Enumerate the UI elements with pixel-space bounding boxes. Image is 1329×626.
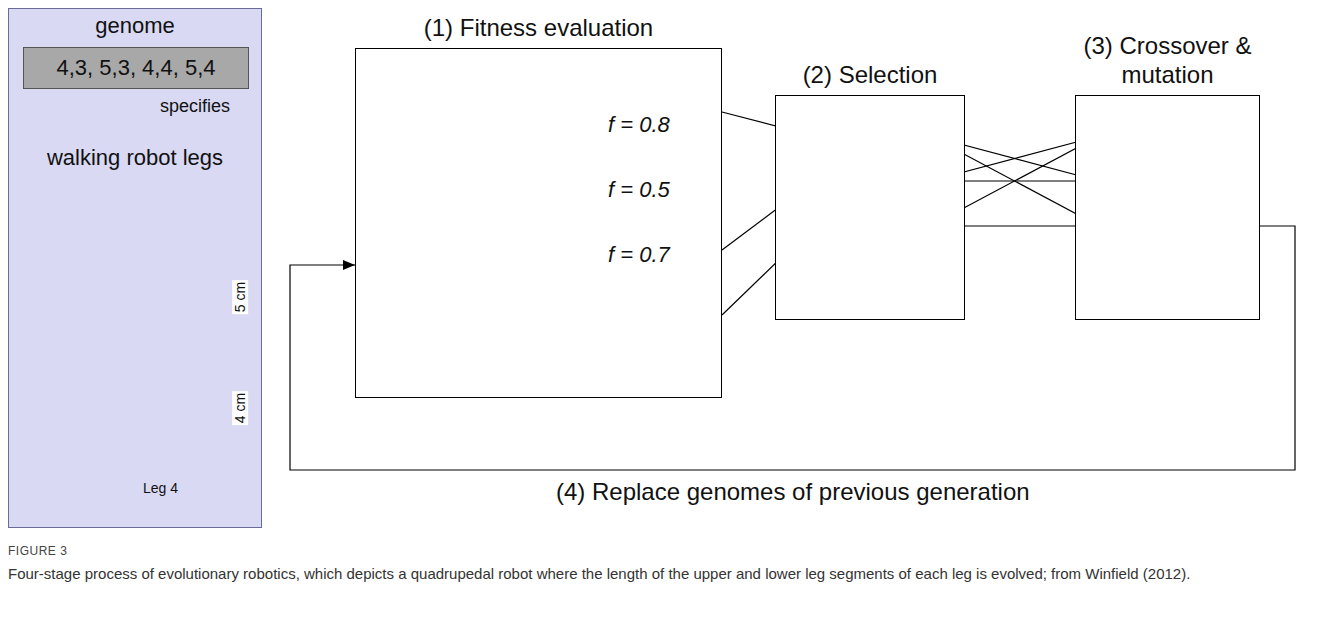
dimension-label: 4 cm xyxy=(232,391,248,425)
fitness-value: f = 0.5 xyxy=(608,177,670,203)
fitness-value: f = 0.7 xyxy=(608,242,670,268)
arrowhead xyxy=(343,260,355,270)
stage-box: (1) Fitness evaluation xyxy=(355,48,722,398)
dimension-label: Leg 4 xyxy=(143,480,178,496)
panel-heading: genome xyxy=(9,13,261,39)
figure-title: FIGURE 3 xyxy=(8,544,67,558)
stage-box: (3) Crossover & mutation xyxy=(1075,95,1260,320)
fitness-value: f = 0.8 xyxy=(608,112,670,138)
figure-caption: Four-stage process of evolutionary robot… xyxy=(8,564,1308,584)
stage-heading: (3) Crossover & mutation xyxy=(1076,32,1259,90)
stage-heading: (2) Selection xyxy=(746,61,994,90)
stage-box: (2) Selection xyxy=(775,95,965,320)
genome-panel: 4,3, 5,3, 4,4, 5,4 genome walking robot le… xyxy=(8,8,262,528)
stage-heading: (1) Fitness evaluation xyxy=(326,14,751,43)
edge-label: (4) Replace genomes of previous generati… xyxy=(556,478,1030,506)
genome-string: 4,3, 5,3, 4,4, 5,4 xyxy=(56,55,215,81)
dimension-label: 5 cm xyxy=(232,280,248,314)
arrow-label: specifies xyxy=(160,96,230,117)
panel-heading: walking robot legs xyxy=(9,145,261,171)
genome-box: 4,3, 5,3, 4,4, 5,4 xyxy=(23,47,249,89)
